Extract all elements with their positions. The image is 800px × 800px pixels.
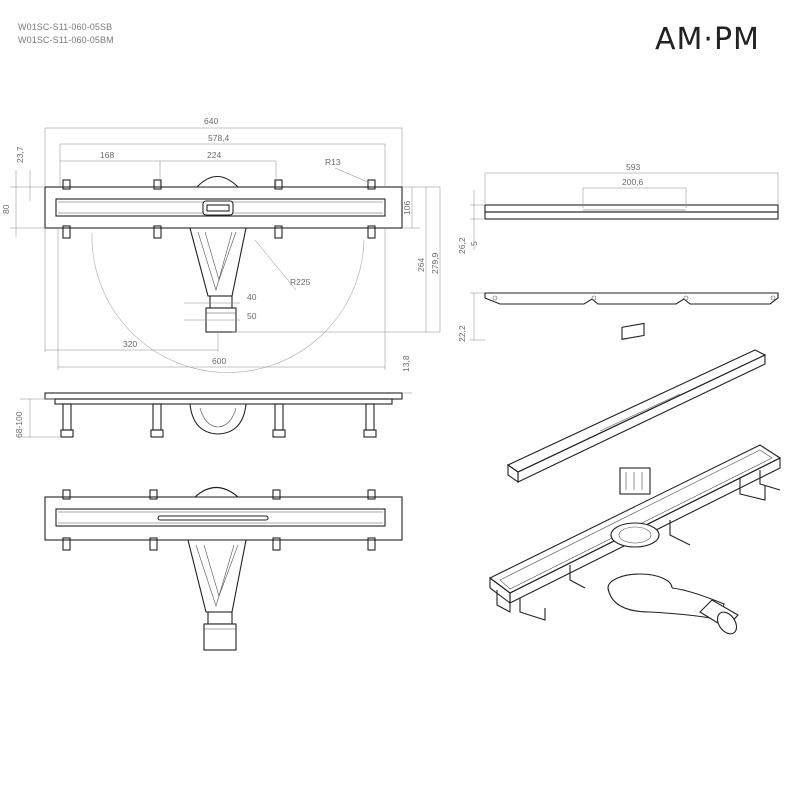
drain-funnel-2	[187, 539, 247, 613]
side-channel	[54, 398, 393, 405]
dim-50: 50	[247, 311, 257, 321]
top-brackets	[62, 179, 376, 239]
plan-view-bottom	[44, 486, 403, 651]
iso-clip	[621, 322, 645, 340]
dim-279-9: 279,9	[430, 252, 440, 274]
grate-side	[484, 204, 779, 213]
dim-600: 600	[212, 356, 226, 366]
funnel-rib	[195, 544, 235, 608]
outlet-pipe-2	[203, 623, 237, 651]
dim-r13: R13	[325, 157, 341, 167]
side-trap	[189, 403, 247, 435]
isometric-view	[488, 322, 782, 635]
grate-views: 593 200,6 26,2 5 22,2	[457, 162, 779, 342]
dim-68-100: 68-100	[14, 411, 24, 438]
leader-r13	[334, 167, 371, 184]
model-code-1: W01SC-S11-060-05SB	[18, 22, 113, 32]
leader-r225	[254, 239, 297, 291]
dim-22-2: 22,2	[457, 325, 467, 342]
model-code-2: W01SC-S11-060-05BM	[18, 35, 114, 45]
dim-r225: R225	[290, 277, 311, 287]
dim-23-7: 23,7	[15, 146, 25, 163]
dim-40: 40	[247, 292, 257, 302]
outlet-neck-2	[207, 611, 233, 625]
funnel-rib	[203, 544, 239, 597]
dim-224: 224	[207, 150, 221, 160]
brackets-2	[62, 489, 376, 551]
grate-slot	[157, 515, 269, 521]
iso-slot	[599, 393, 681, 432]
iso-grate-top	[506, 349, 767, 473]
funnel-rib	[197, 231, 233, 292]
grate-outline	[55, 198, 386, 217]
dim-168: 168	[100, 150, 114, 160]
iso-trap-insert	[619, 467, 651, 495]
grate-outline-2	[55, 508, 386, 527]
dim-578-4: 578,4	[208, 133, 230, 143]
side-trap-inner	[199, 407, 237, 428]
dim-5: 5	[469, 241, 479, 246]
radius-arc	[91, 232, 365, 373]
dim-320: 320	[123, 339, 137, 349]
dim-26-2: 26,2	[457, 237, 467, 254]
brand-logo: AM·PM	[655, 22, 760, 57]
outlet-neck	[209, 295, 233, 309]
iso-grate-front	[517, 354, 766, 483]
dim-264: 264	[416, 258, 426, 272]
dim-200-6: 200,6	[622, 177, 644, 187]
drain-funnel	[189, 227, 247, 297]
dim-640: 640	[204, 116, 218, 126]
grate-profile	[484, 292, 779, 305]
iso-drain-top	[610, 522, 660, 548]
drain-dome	[195, 175, 240, 188]
drain-dome-2	[193, 486, 240, 498]
iso-feet	[496, 470, 781, 621]
dim-13-8: 13,8	[401, 355, 411, 372]
funnel-rib	[204, 231, 237, 281]
dim-80: 80	[1, 204, 11, 214]
iso-outlet-end	[716, 611, 738, 635]
channel-body-2	[44, 496, 403, 541]
drain-clip-inner	[206, 204, 230, 212]
dim-106: 106	[402, 201, 412, 215]
side-feet	[60, 403, 377, 438]
side-view: 68-100	[14, 392, 412, 438]
iso-channel-top	[488, 444, 782, 594]
grate-side-lower	[484, 211, 779, 220]
iso-trap-body	[607, 587, 725, 621]
side-grate	[44, 392, 403, 400]
dim-593: 593	[626, 162, 640, 172]
plan-view: 640 578,4 168 224 R13 23,7 80 R225 40 50…	[1, 116, 441, 373]
